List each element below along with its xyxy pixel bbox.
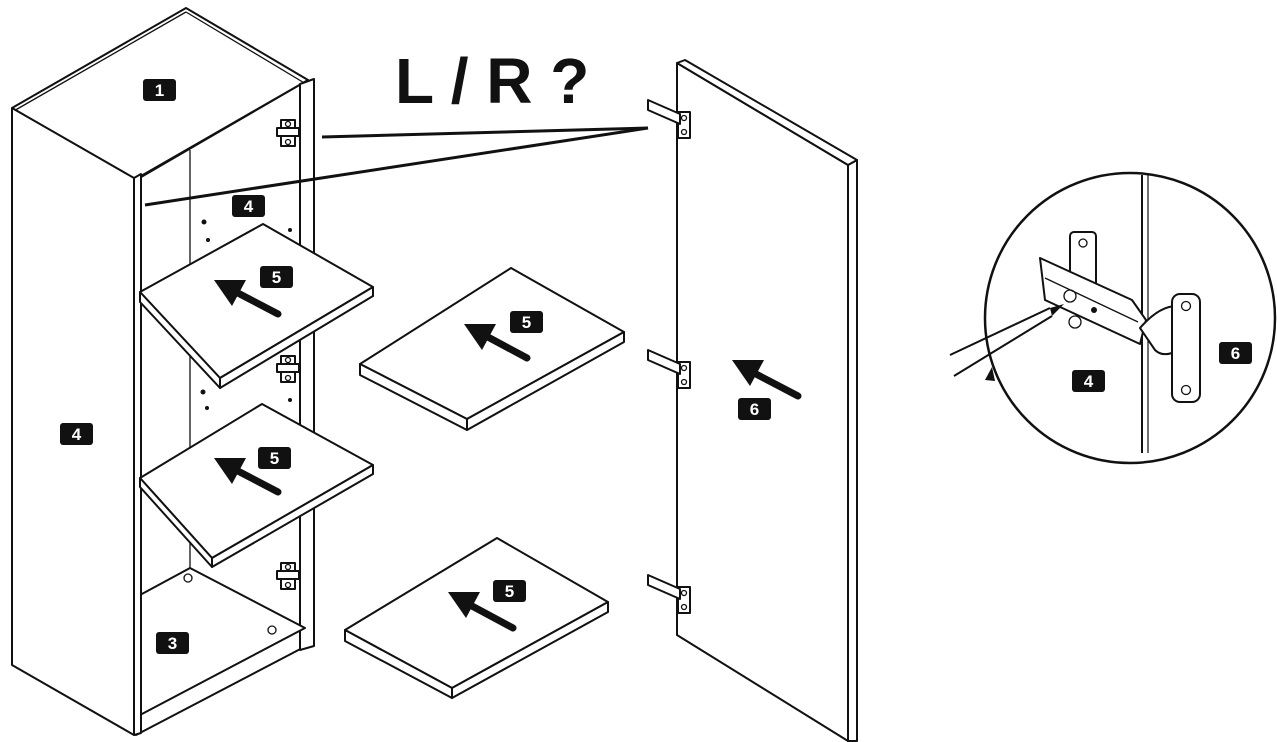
door-hinge-middle <box>647 349 691 389</box>
door-hinge-top <box>647 99 691 139</box>
arrow-icon <box>732 360 802 400</box>
pointer-line-left <box>144 126 649 207</box>
hinge-plate-middle <box>276 355 300 383</box>
part-badge-side-panel-right: 4 <box>232 195 265 217</box>
part-badge-top-panel: 1 <box>143 79 176 101</box>
part-badge-shelf-installed-lower: 5 <box>258 447 291 469</box>
detail-badge-door: 6 <box>1219 342 1252 364</box>
hinge-plate-bottom <box>276 562 300 590</box>
part-badge-shelf-loose-lower: 5 <box>493 580 526 602</box>
arrow-icon <box>464 324 531 362</box>
shelf-loose-lower <box>344 537 609 689</box>
hinge-side-question: L / R ? <box>395 45 589 117</box>
svg-text:6: 6 <box>1231 344 1240 363</box>
arrow-icon <box>214 280 282 318</box>
detail-badge-side-panel: 4 <box>1072 370 1105 392</box>
door-hinge-bottom <box>647 574 691 614</box>
pointer-line-right <box>321 126 649 139</box>
cabinet-left-side-panel <box>11 107 135 736</box>
hinge-plate-top <box>276 119 300 147</box>
screwdriver-icon <box>949 307 1051 356</box>
svg-text:1: 1 <box>155 81 164 100</box>
svg-text:4: 4 <box>1084 372 1094 391</box>
svg-text:4: 4 <box>72 425 82 444</box>
arrow-icon <box>448 592 517 632</box>
cabinet-right-side-panel <box>299 78 315 651</box>
svg-text:5: 5 <box>505 582 514 601</box>
part-badge-side-panel-left: 4 <box>60 423 93 445</box>
part-badge-shelf-installed-upper: 5 <box>260 266 293 288</box>
svg-text:5: 5 <box>272 268 281 287</box>
svg-text:5: 5 <box>522 313 531 332</box>
svg-text:3: 3 <box>168 634 177 653</box>
arrow-icon <box>214 458 282 496</box>
svg-text:6: 6 <box>750 400 759 419</box>
svg-text:4: 4 <box>244 197 254 216</box>
hinge-detail: 4 6 <box>949 171 1277 465</box>
part-badge-door: 6 <box>738 398 771 420</box>
cabinet <box>11 7 374 736</box>
svg-text:5: 5 <box>270 449 279 468</box>
part-badge-shelf-loose-upper: 5 <box>510 311 543 333</box>
part-badge-bottom-panel: 3 <box>156 632 189 654</box>
